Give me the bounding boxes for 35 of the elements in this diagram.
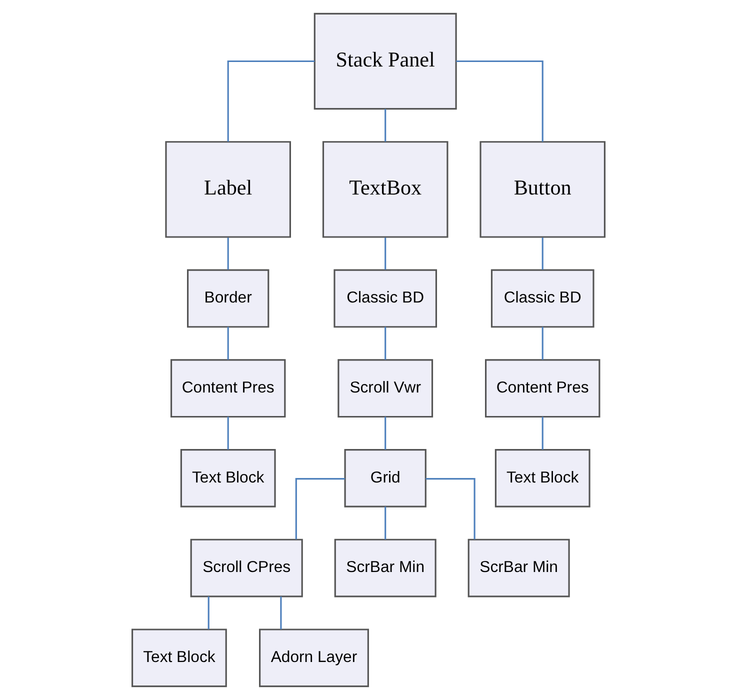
connector [426, 478, 476, 540]
connector [227, 238, 229, 270]
node-box: TextBox [322, 141, 448, 238]
node-box: Border [187, 269, 270, 328]
node-box: Adorn Layer [259, 628, 369, 688]
node-box: Button [480, 141, 606, 238]
connector [295, 478, 345, 540]
node-box: Text Block [132, 628, 227, 688]
connector [384, 506, 386, 540]
node-box: Scroll CPres [190, 538, 303, 598]
connector [542, 416, 544, 450]
connector [227, 60, 315, 142]
connector [542, 326, 544, 360]
connector [384, 238, 386, 270]
node-box: Classic BD [490, 269, 594, 328]
node-box: ScrBar Min [468, 538, 570, 598]
connector [384, 416, 386, 450]
node-box: Text Block [494, 448, 590, 508]
node-box: Scroll Vwr [338, 359, 434, 418]
node-box: ScrBar Min [334, 538, 436, 598]
node-box: Content Pres [170, 359, 286, 418]
node-box: Label [165, 141, 291, 238]
node-box: Content Pres [484, 359, 600, 418]
node-box: Classic BD [334, 269, 438, 328]
connector [227, 326, 229, 360]
connector [456, 60, 544, 142]
node-box: Grid [344, 448, 426, 508]
connector [227, 416, 229, 450]
node-box: Text Block [180, 448, 276, 508]
connector [384, 326, 386, 360]
node-box: Stack Panel [314, 12, 457, 110]
connector [208, 596, 210, 630]
connector [384, 109, 386, 142]
connector [542, 238, 544, 270]
connector [280, 596, 282, 630]
